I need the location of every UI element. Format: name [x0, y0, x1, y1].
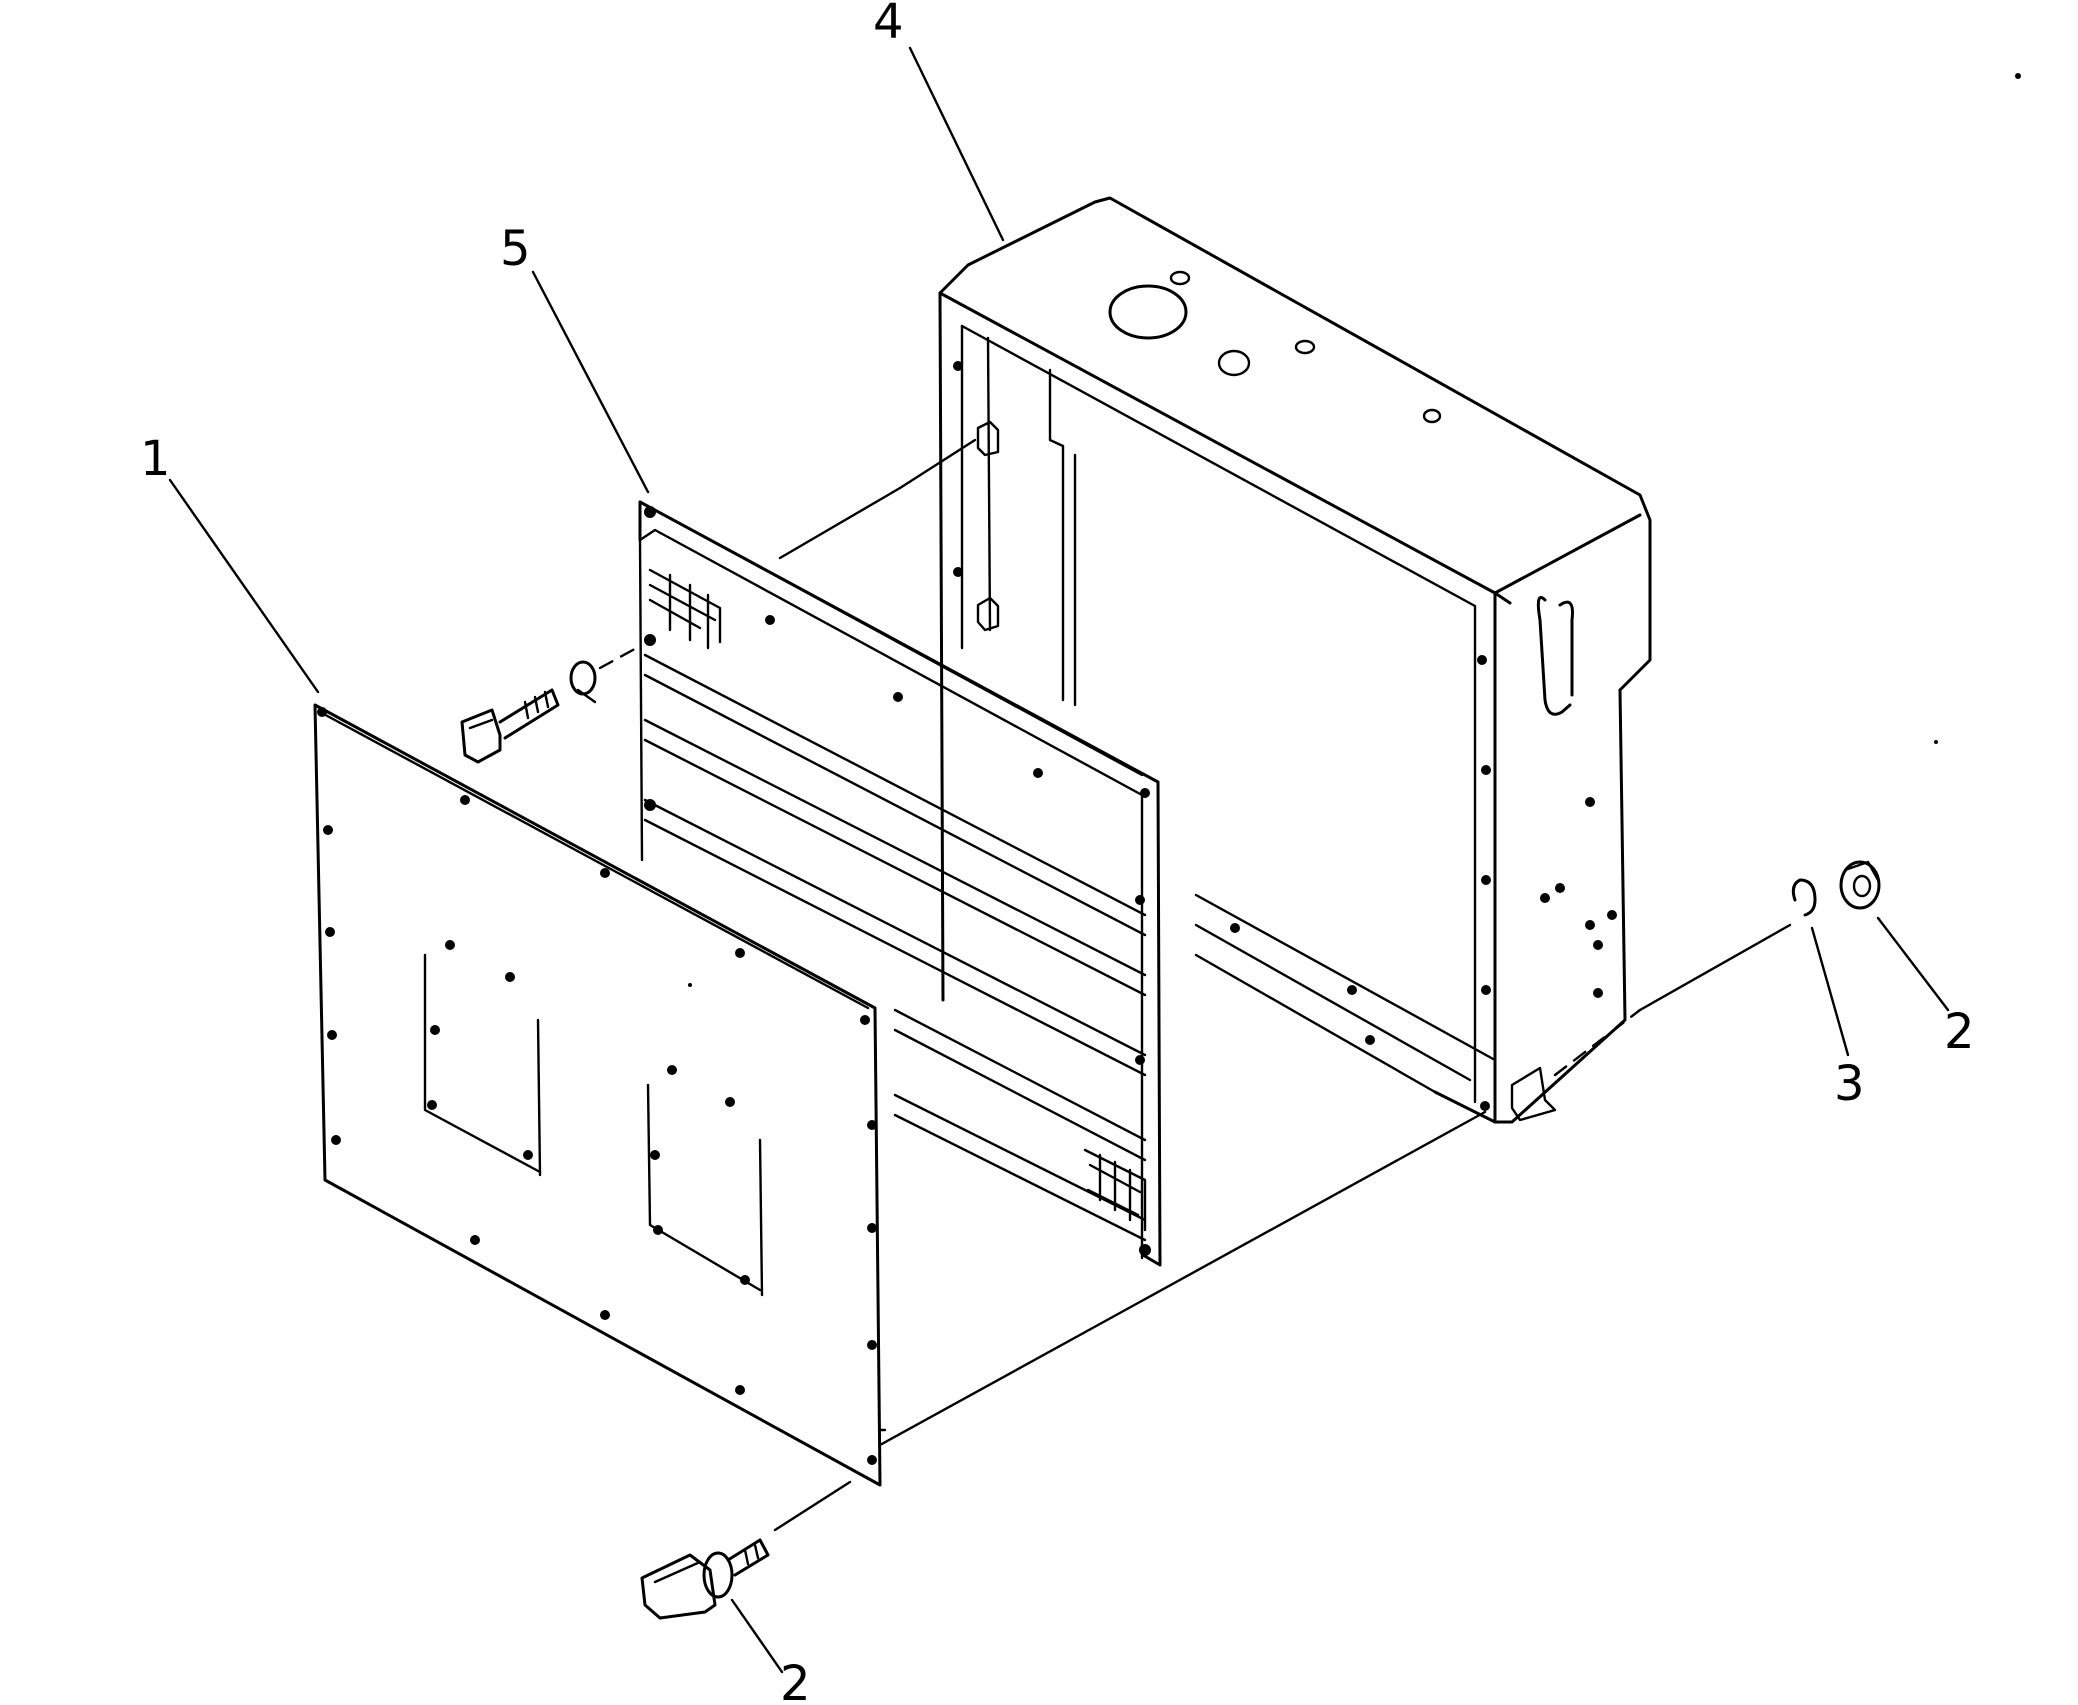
- leader-5: [531, 270, 650, 494]
- callout-4: 4: [873, 0, 904, 50]
- callout-labels: 1 2 2 3 4 5: [140, 0, 1975, 1705]
- leader-1: [168, 478, 320, 694]
- leader-2a: [1876, 916, 1950, 1012]
- part-4-housing: [938, 196, 1652, 1124]
- callout-1: 1: [140, 431, 171, 487]
- callout-2-bottom: 2: [780, 1656, 811, 1705]
- callout-3: 3: [1834, 1056, 1865, 1112]
- bolt-upper: [460, 643, 644, 764]
- part-1-panel: [313, 703, 1487, 1487]
- leader-3: [1810, 926, 1850, 1057]
- leader-4: [908, 46, 1005, 242]
- callout-2-right: 2: [1944, 1004, 1975, 1060]
- leader-lines: [168, 46, 1950, 1674]
- callout-5: 5: [500, 221, 531, 277]
- leader-2b: [730, 1598, 784, 1674]
- part-5-grille: [638, 438, 1162, 1267]
- bolt-lower: [640, 1480, 852, 1620]
- washer-and-nut-right: [1553, 860, 1881, 1077]
